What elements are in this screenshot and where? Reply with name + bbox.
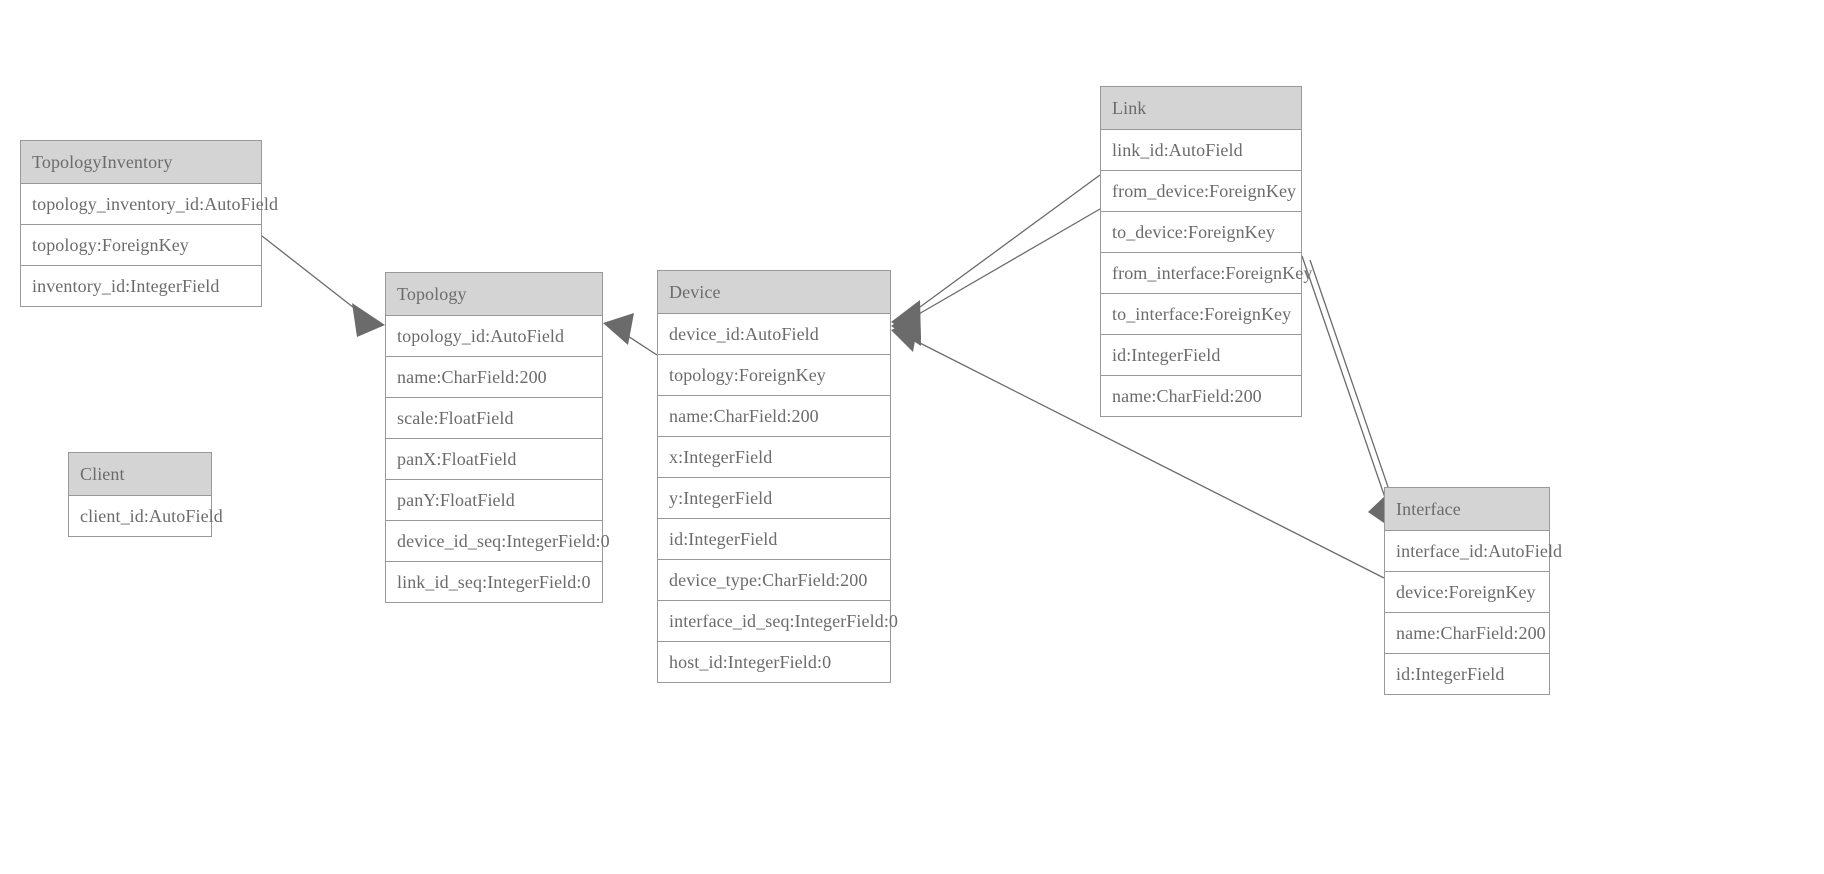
entity-field-row: to_interface:ForeignKey [1101, 294, 1301, 335]
entity-title-device: Device [658, 271, 890, 314]
entity-field-row: name:CharField:200 [1385, 613, 1549, 654]
edge-line [1309, 259, 1399, 517]
entity-field-row: device_id:AutoField [658, 314, 890, 355]
entity-field-row: from_interface:ForeignKey [1101, 253, 1312, 294]
edge-line [613, 326, 658, 356]
edge-arrowhead-icon [603, 313, 634, 345]
entity-field-row: link_id_seq:IntegerField:0 [386, 562, 602, 602]
entity-field-row: device_id_seq:IntegerField:0 [386, 521, 610, 562]
entity-field-row: name:CharField:200 [386, 357, 602, 398]
entity-field-row: name:CharField:200 [658, 396, 890, 437]
entity-title-client: Client [69, 453, 211, 496]
rel-link-from-interface [1301, 255, 1397, 532]
entity-field-row: topology_inventory_id:AutoField [21, 184, 278, 225]
entity-field-row: topology:ForeignKey [658, 355, 890, 396]
entity-field-row: device:ForeignKey [1385, 572, 1549, 613]
entity-title-interface: Interface [1385, 488, 1549, 531]
entity-field-row: client_id:AutoField [69, 496, 223, 536]
entity-field-row: interface_id_seq:IntegerField:0 [658, 601, 898, 642]
entity-title-topology: Topology [386, 273, 602, 316]
entity-title-topology_inventory: TopologyInventory [21, 141, 261, 184]
entity-field-row: to_device:ForeignKey [1101, 212, 1301, 253]
edge-line [904, 174, 1101, 319]
edge-arrowhead-icon [891, 306, 921, 346]
entity-field-row: topology_id:AutoField [386, 316, 602, 357]
entity-field-row: id:IntegerField [1101, 335, 1301, 376]
entity-field-row: topology:ForeignKey [21, 225, 261, 266]
edge-arrowhead-icon [891, 318, 919, 352]
rel-topologyinventory-topology [261, 235, 385, 337]
entity-field-row: host_id:IntegerField:0 [658, 642, 890, 682]
entity-field-row: id:IntegerField [658, 519, 890, 560]
rel-link-from-device [891, 174, 1101, 340]
edge-line [261, 235, 373, 323]
entity-field-row: panY:FloatField [386, 480, 602, 521]
entity-field-row: x:IntegerField [658, 437, 890, 478]
entity-field-row: inventory_id:IntegerField [21, 266, 261, 306]
entity-field-row: from_device:ForeignKey [1101, 171, 1301, 212]
entity-field-row: name:CharField:200 [1101, 376, 1301, 416]
edge-line [1301, 255, 1393, 519]
edge-arrowhead-icon [352, 303, 385, 337]
entity-field-row: scale:FloatField [386, 398, 602, 439]
entity-field-row: id:IntegerField [1385, 654, 1549, 694]
entity-field-row: device_type:CharField:200 [658, 560, 890, 601]
edge-arrowhead-icon [891, 300, 921, 340]
entity-field-row: link_id:AutoField [1101, 130, 1301, 171]
edge-line [904, 208, 1101, 323]
entity-field-row: interface_id:AutoField [1385, 531, 1562, 572]
rel-device-topology [603, 313, 658, 356]
entity-field-row: panX:FloatField [386, 439, 602, 480]
entity-field-row: y:IntegerField [658, 478, 890, 519]
entity-title-link: Link [1101, 87, 1301, 130]
rel-link-to-device [891, 208, 1101, 346]
